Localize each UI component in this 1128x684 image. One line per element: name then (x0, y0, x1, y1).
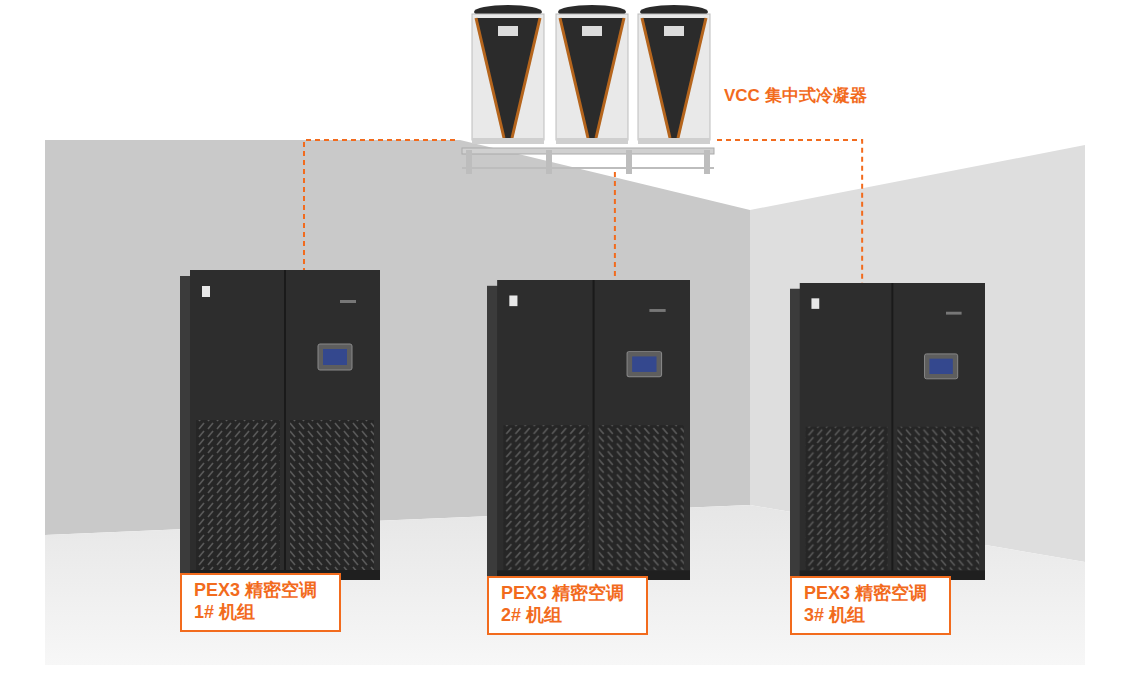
cabinet-illustration (180, 270, 380, 580)
dashed-line (717, 140, 862, 283)
dashed-line (614, 172, 616, 280)
pipe-connector (304, 140, 455, 270)
unit-label-box: PEX3 精密空调 3# 机组 (790, 576, 951, 635)
unit-label: PEX3 精密空调 3# 机组 (804, 583, 937, 626)
unit-label-box: PEX3 精密空调 2# 机组 (487, 576, 648, 635)
dashed-line (304, 140, 455, 270)
condenser-node: VCC 集中式冷凝器 (455, 0, 717, 172)
ac-unit-node: PEX3 精密空调 3# 机组 (790, 283, 985, 635)
condenser-label: VCC 集中式冷凝器 (724, 85, 867, 107)
pipe-connector (717, 140, 862, 283)
condenser-illustration (462, 5, 714, 174)
cabinet-illustration (487, 280, 690, 580)
cabinet-illustration (790, 283, 985, 580)
unit-label: PEX3 精密空调 2# 机组 (501, 583, 634, 626)
pipe-connector (614, 172, 615, 280)
ac-unit-node: PEX3 精密空调 2# 机组 (487, 280, 690, 635)
ac-unit-node: PEX3 精密空调 1# 机组 (180, 270, 380, 632)
unit-label-box: PEX3 精密空调 1# 机组 (180, 573, 341, 632)
unit-label: PEX3 精密空调 1# 机组 (194, 580, 327, 623)
